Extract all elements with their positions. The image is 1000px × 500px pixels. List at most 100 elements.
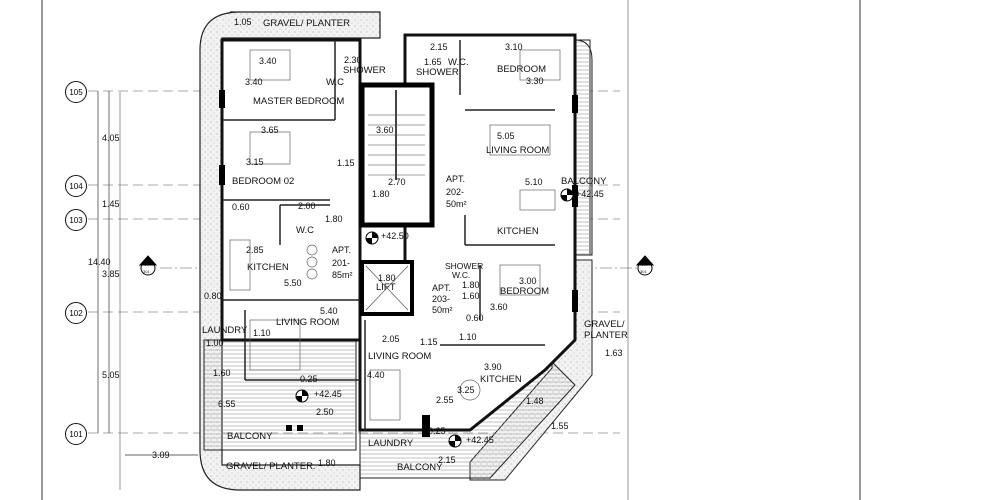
room-gravel: GRAVEL/ xyxy=(584,319,625,330)
dim: 3.15 xyxy=(246,157,264,167)
room-living-room: LIVING ROOM xyxy=(368,351,432,362)
dim: 5.05 xyxy=(497,131,515,141)
grid-dim: 4.05 xyxy=(102,133,120,143)
room-kitchen: KITCHEN xyxy=(247,262,289,273)
dim: 2.05 xyxy=(382,334,400,344)
level-label: +42.50 xyxy=(381,231,409,241)
dim: 2.50 xyxy=(316,407,334,417)
grid-dim: 1.45 xyxy=(102,199,120,209)
room-kitchen: KITCHEN xyxy=(497,226,539,237)
dim: 1.80 xyxy=(318,458,336,468)
grid-total-dim: 14.40 xyxy=(88,257,111,267)
dim: 1.65 xyxy=(424,57,442,67)
dim: 5.10 xyxy=(525,177,543,187)
grid-bubble-104: 104 xyxy=(65,175,87,197)
offset-dim: 3.09 xyxy=(152,450,170,460)
room-wc: W.C xyxy=(326,77,344,88)
room-wc: W.C. xyxy=(452,270,471,280)
room-master-bedroom: MASTER BEDROOM xyxy=(253,96,345,107)
section-letter: A xyxy=(145,262,149,268)
room-wc: W.C. xyxy=(448,57,469,68)
dim: 1.80 xyxy=(462,280,480,290)
dim: 0.25 xyxy=(428,426,446,436)
dim: 3.65 xyxy=(261,125,279,135)
grid-bubble-101: 101 xyxy=(65,423,87,445)
dim: 1.63 xyxy=(605,348,623,358)
room-bedroom: BEDROOM xyxy=(500,286,550,297)
dim: 2.70 xyxy=(388,177,406,187)
apt-name: APT. xyxy=(432,283,452,293)
dim: 2.15 xyxy=(438,455,456,465)
room-planter: PLANTER xyxy=(584,330,628,341)
dim: 2.00 xyxy=(298,201,316,211)
dim: 0.60 xyxy=(232,202,250,212)
room-balcony: BALCONY xyxy=(227,431,273,442)
stair-dim: 3.60 xyxy=(376,125,394,135)
section-sheet: 301 xyxy=(143,269,150,274)
dim: 0.25 xyxy=(300,374,318,384)
room-balcony: BALCONY xyxy=(561,176,607,187)
dim: 3.90 xyxy=(484,362,502,372)
room-living-room: LIVING ROOM xyxy=(486,145,550,156)
apt-area: 50m² xyxy=(432,305,453,315)
grid-bubble-105: 105 xyxy=(65,81,87,103)
dim: 1.60 xyxy=(213,368,231,378)
level-label: +42.45 xyxy=(576,189,604,199)
dim: 1.00 xyxy=(206,338,224,348)
dim: 1.15 xyxy=(337,158,355,168)
dim: 3.60 xyxy=(490,302,508,312)
dim: 1.10 xyxy=(253,328,271,338)
dim: 6.55 xyxy=(218,399,236,409)
dim: 2.30 xyxy=(344,55,362,65)
apt-name: APT. xyxy=(446,174,466,184)
dim: 2.55 xyxy=(436,395,454,405)
lift-dim: 1.80 xyxy=(378,273,396,283)
room-laundry: LAUNDRY xyxy=(368,438,414,449)
grid-bubble-102: 102 xyxy=(65,302,87,324)
section-sheet: 301 xyxy=(640,269,647,274)
room-gravel-planter: GRAVEL/ PLANTER. xyxy=(226,461,316,472)
room-gravel-planter: GRAVEL/ PLANTER xyxy=(263,18,350,29)
dim: 3.00 xyxy=(519,276,537,286)
apt-number: 201- xyxy=(332,258,351,268)
level-markers xyxy=(295,188,574,448)
room-shower: SHOWER xyxy=(416,67,459,78)
room-bedroom: BEDROOM xyxy=(497,64,547,75)
level-label: +42.45 xyxy=(314,389,342,399)
dim: 0.60 xyxy=(466,313,484,323)
dim: 1.05 xyxy=(234,17,252,27)
level-label: +42.45 xyxy=(466,435,494,445)
room-bedroom-02: BEDROOM 02 xyxy=(232,176,295,187)
dim: 1.55 xyxy=(551,421,569,431)
apt-name: APT. xyxy=(332,245,352,255)
dim: 1.80 xyxy=(325,214,343,224)
section-markers xyxy=(138,255,655,276)
dim: 1.15 xyxy=(420,337,438,347)
lift-label: LIFT xyxy=(376,282,396,293)
room-balcony: BALCONY xyxy=(397,462,443,473)
room-shower: SHOWER xyxy=(343,65,386,76)
room-wc: W.C xyxy=(296,225,314,236)
dim: 4.40 xyxy=(367,370,385,380)
dim: 1.10 xyxy=(459,332,477,342)
room-shower: SHOWER xyxy=(445,261,484,271)
dim: 2.85 xyxy=(246,245,264,255)
room-living-room: LIVING ROOM xyxy=(276,317,340,328)
dim: 3.25 xyxy=(457,385,475,395)
dim: 3.10 xyxy=(505,42,523,52)
apt-area: 85m² xyxy=(332,270,353,280)
dim: 3.30 xyxy=(526,76,544,86)
dim: 3.40 xyxy=(245,77,263,87)
dim: 2.15 xyxy=(430,42,448,52)
dim: 3.40 xyxy=(259,56,277,66)
room-kitchen: KITCHEN xyxy=(480,374,522,385)
grid-dim: 5.05 xyxy=(102,370,120,380)
dim: 0.80 xyxy=(204,291,222,301)
grid-bubble-103: 103 xyxy=(65,209,87,231)
apt-number: 203- xyxy=(432,294,451,304)
apt-area: 50m² xyxy=(446,199,467,209)
dim: 5.40 xyxy=(320,306,338,316)
dim: 1.60 xyxy=(462,291,480,301)
dim: 1.80 xyxy=(372,189,390,199)
